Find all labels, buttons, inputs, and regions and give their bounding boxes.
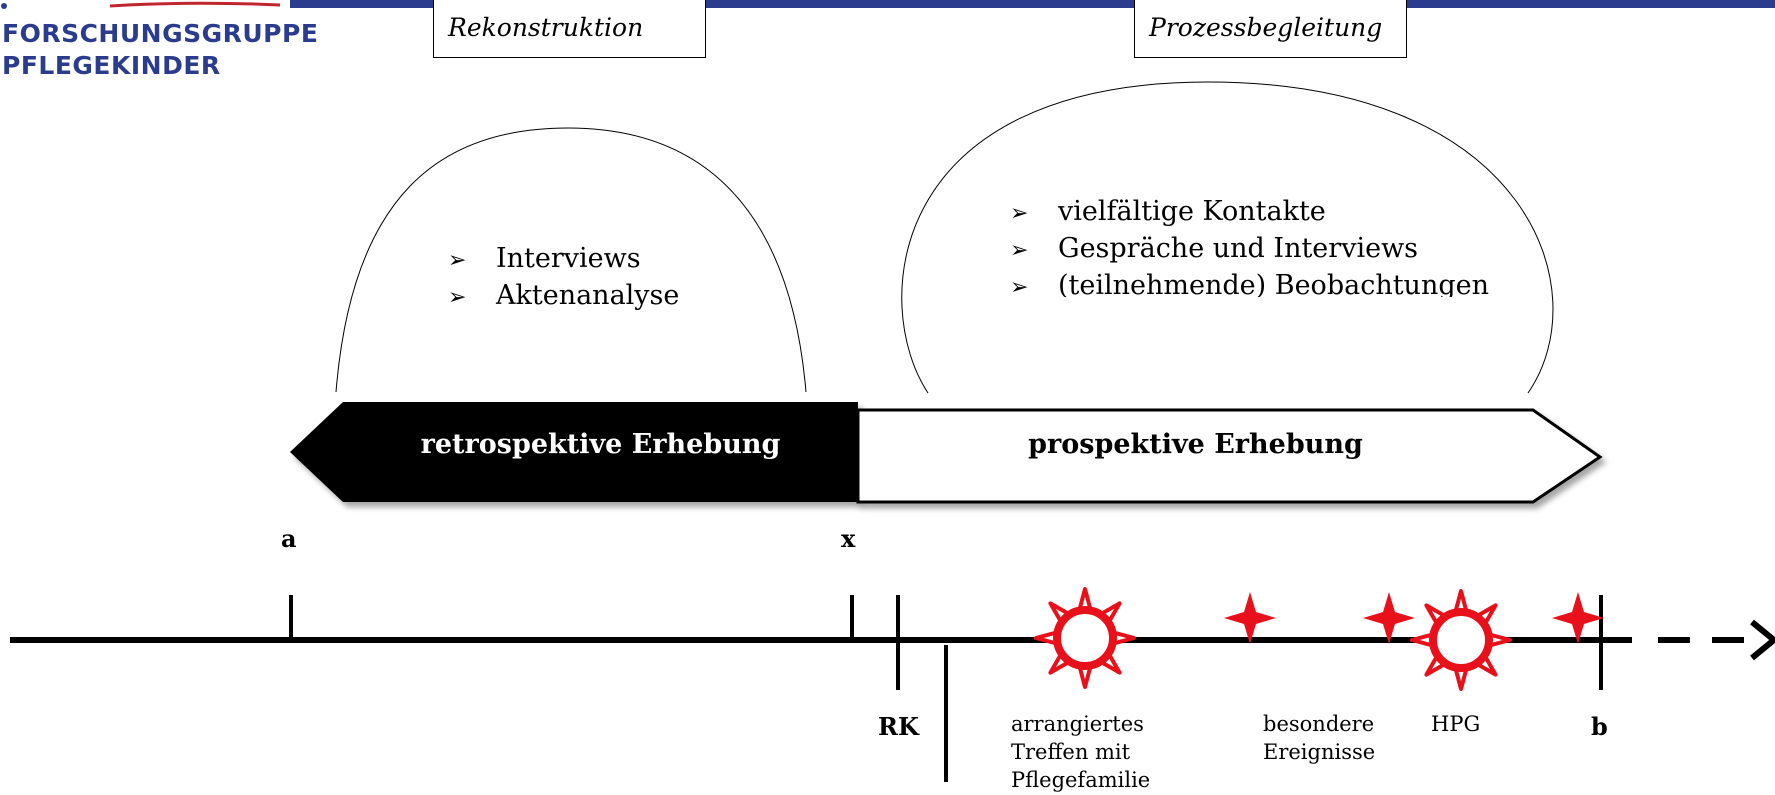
logo-dot: [1, 3, 7, 9]
list-item: ➢Interviews: [448, 240, 679, 277]
event-label-hpg: HPG: [1431, 712, 1481, 736]
arrowhead-bullet-icon: ➢: [1010, 238, 1029, 263]
arrow-prospective: [856, 408, 1603, 504]
phase-label-process: Prozessbegleitung: [1134, 0, 1407, 58]
list-item: ➢Gespräche und Interviews: [1010, 230, 1489, 267]
point-label-rk: RK: [878, 712, 919, 741]
arrow-retrospective: [290, 402, 858, 502]
retrospective-methods-list: ➢Interviews ➢Aktenanalyse: [448, 240, 679, 314]
four-point-star-icon: [1363, 592, 1415, 644]
phase-label-reconstruction: Rekonstruktion: [433, 0, 706, 58]
four-point-star-icon: [1552, 592, 1604, 644]
point-label-a: a: [281, 524, 297, 553]
four-point-star-icon: [1224, 592, 1276, 644]
point-label-x: x: [841, 524, 856, 553]
sun-icon: [1034, 587, 1136, 689]
logo: FORSCHUNGSGRUPPE PFLEGEKINDER: [2, 18, 318, 82]
prospective-methods-list: ➢vielfältige Kontakte ➢Gespräche und Int…: [1010, 193, 1489, 297]
list-item: ➢(teilnehmende) Beobachtungen: [1010, 267, 1489, 297]
arrowhead-bullet-icon: ➢: [1010, 275, 1029, 297]
dome-prospective: [901, 81, 1554, 394]
prospective-methods-clip: ➢vielfältige Kontakte ➢Gespräche und Int…: [1010, 193, 1550, 297]
event-label-meeting: arrangiertes Treffen mit Pflegefamilie: [1011, 712, 1151, 792]
list-item: ➢vielfältige Kontakte: [1010, 193, 1489, 230]
event-label-special: besondere Ereignisse: [1263, 712, 1376, 764]
point-label-b: b: [1591, 712, 1608, 741]
list-item: ➢Aktenanalyse: [448, 277, 679, 314]
retrospective-label: retrospektive Erhebung: [420, 429, 781, 460]
logo-line-1: FORSCHUNGSGRUPPE: [2, 19, 319, 48]
logo-swoosh: [109, 1, 281, 8]
timeline-arrowhead: [1750, 619, 1775, 661]
header-bar: [290, 0, 1775, 8]
dome-retrospective: [335, 127, 807, 393]
arrowhead-bullet-icon: ➢: [448, 248, 467, 273]
prospective-label: prospektive Erhebung: [1028, 429, 1363, 460]
sun-icon: [1410, 589, 1512, 691]
arrowhead-bullet-icon: ➢: [1010, 201, 1029, 226]
arrowhead-bullet-icon: ➢: [448, 285, 467, 310]
logo-line-2: PFLEGEKINDER: [2, 51, 221, 80]
